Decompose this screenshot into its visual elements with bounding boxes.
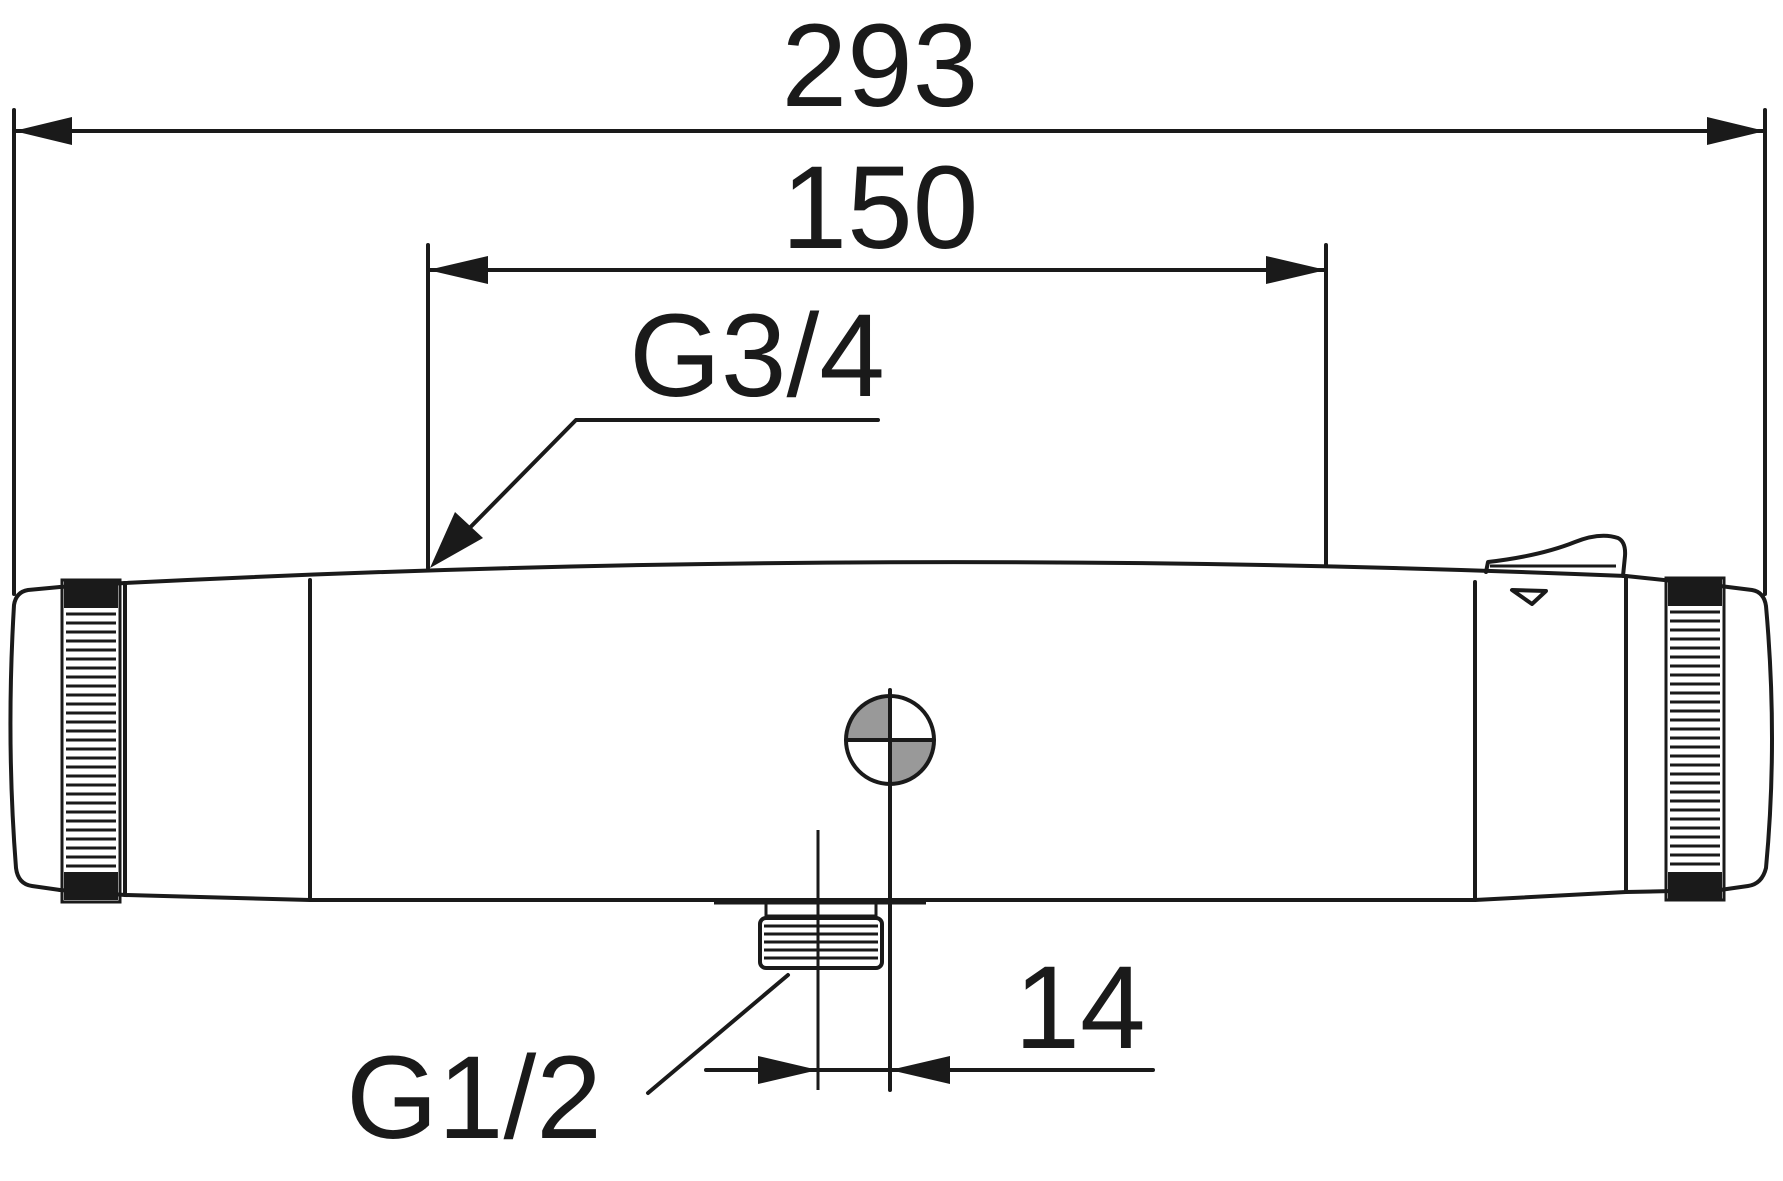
outlet-nipple <box>714 830 926 1090</box>
lever-outline <box>1484 533 1628 578</box>
thermostat-body <box>123 560 1628 902</box>
outlet-thread-label: G1/2 <box>346 1032 602 1164</box>
outlet-offset-label: 14 <box>1014 942 1145 1074</box>
arrowhead-left <box>428 256 488 284</box>
center-distance-label: 150 <box>782 142 979 274</box>
dimension-overall-width: 293 <box>12 0 1767 596</box>
body-top-edge <box>123 560 1628 585</box>
left-knurl-pattern <box>66 612 116 868</box>
right-knurl-bottom <box>1668 872 1722 900</box>
right-cap-outline <box>1718 584 1774 892</box>
left-end-cap <box>8 578 127 904</box>
arrowhead-right <box>1707 117 1765 145</box>
inlet-thread-label: G3/4 <box>629 290 885 422</box>
arrowhead-left <box>758 1056 818 1084</box>
arrowhead-right <box>1266 256 1326 284</box>
body-bottom-edge <box>123 890 1628 902</box>
leader-inlet-thread: G3/4 <box>430 290 885 568</box>
center-marker <box>844 688 936 1092</box>
marker-quadrant-bottom-right <box>890 740 934 784</box>
leader-arrowhead <box>430 512 483 568</box>
arrowhead-left <box>14 117 72 145</box>
left-cap-outline <box>8 585 62 892</box>
right-end-cap <box>1624 574 1774 902</box>
leader-outlet-thread: G1/2 <box>346 973 790 1164</box>
right-knurl-top <box>1668 578 1722 606</box>
left-knurl-top <box>64 580 118 608</box>
left-knurl-bottom <box>64 872 118 900</box>
marker-quadrant-top-left <box>846 696 890 740</box>
dimension-outlet-offset: 14 <box>704 942 1155 1084</box>
outlet-thread-pattern <box>764 924 878 960</box>
dimension-center-distance: 150 <box>426 142 1328 570</box>
arrowhead-right <box>890 1056 950 1084</box>
outlet-thread-body <box>758 916 884 970</box>
safety-stop-lever <box>1484 533 1628 606</box>
leader-line <box>646 973 790 1095</box>
marker-triangle-icon <box>1510 588 1548 606</box>
right-knurl-pattern <box>1670 610 1720 866</box>
leader-line <box>438 418 880 560</box>
overall-width-label: 293 <box>782 0 979 132</box>
